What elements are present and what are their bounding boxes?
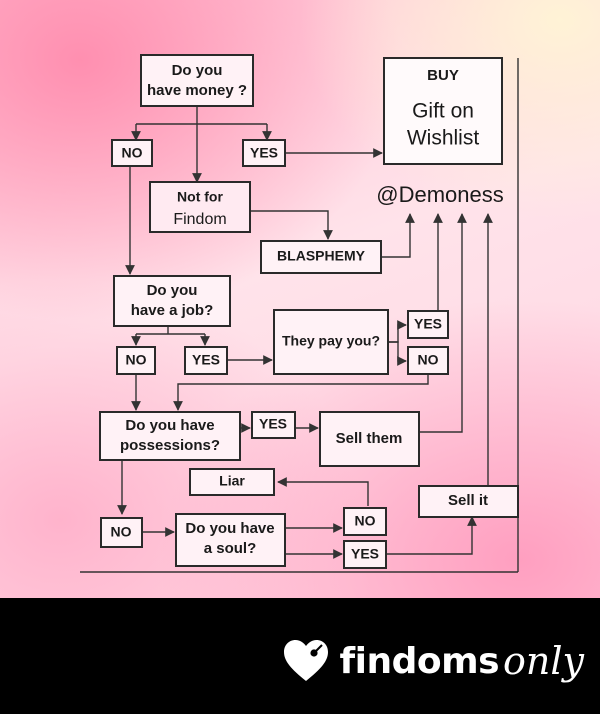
- possessions-line1: Do you have: [125, 417, 214, 434]
- buy-gift-node: BUY Gift on Wishlist: [383, 57, 503, 165]
- svg-text:have money ?: have money ?: [147, 82, 247, 99]
- soul-no-label: NO: [355, 513, 376, 529]
- yes-node-2: YES: [184, 346, 228, 375]
- pay-yes-label: YES: [414, 316, 442, 332]
- possessions-question-node: Do you have possessions?: [99, 411, 241, 461]
- money-question-line1: Do you: [172, 62, 223, 79]
- brand-script-wordmark: only: [503, 639, 584, 683]
- money-question-node: Do you have money ?: [140, 54, 254, 107]
- findomsonly-logo: findoms only: [281, 636, 584, 686]
- job-question-line2: have a job?: [131, 302, 214, 319]
- no-node-3: NO: [100, 517, 143, 548]
- blasphemy-node: BLASPHEMY: [260, 240, 382, 274]
- demoness-handle: @Demoness: [376, 182, 504, 207]
- no-label-2: NO: [126, 352, 147, 368]
- yes-label-3: YES: [259, 416, 287, 432]
- wire-theypay-to-yes: [388, 320, 407, 343]
- soul-yes-label: YES: [351, 546, 379, 562]
- no-label-3: NO: [111, 524, 132, 540]
- soul-question-line2: a soul?: [204, 540, 257, 557]
- flowchart: Do you have money ? NO YES Not for Findo…: [80, 54, 519, 573]
- job-question-line1: Do you: [147, 282, 198, 299]
- job-question-node: Do you have a job?: [113, 275, 231, 327]
- not-for-findom-line1: Not for: [177, 189, 223, 205]
- footer-bar: findoms only: [0, 598, 600, 714]
- yes-label-1: YES: [250, 145, 278, 161]
- soul-yes-node: YES: [343, 540, 387, 569]
- no-label-1: NO: [122, 145, 143, 161]
- sell-them-label: Sell them: [336, 430, 403, 447]
- pay-no-label: NO: [418, 352, 439, 368]
- pay-yes-node: YES: [407, 310, 449, 339]
- they-pay-question-node: They pay you?: [273, 309, 389, 375]
- soul-question-node: Do you have a soul?: [175, 513, 286, 567]
- no-node-1: NO: [111, 139, 153, 167]
- brand-wordmark: findoms: [339, 640, 500, 682]
- they-pay-label: They pay you?: [282, 333, 380, 349]
- wire-sellthem-to-buy: [419, 213, 467, 433]
- sell-it-label: Sell it: [448, 492, 488, 509]
- money-question-line2: have money ?: [147, 82, 247, 99]
- buy-header: BUY: [427, 67, 459, 84]
- connectors: [80, 58, 519, 573]
- soul-question-line1: Do you have: [185, 520, 274, 537]
- possessions-line2: possessions?: [120, 437, 220, 454]
- sell-it-node: Sell it: [418, 485, 519, 518]
- flowchart-canvas: Do you have money ? NO YES Not for Findo…: [0, 0, 600, 598]
- no-node-2: NO: [116, 346, 156, 375]
- wire-theypay-to-no: [388, 341, 407, 366]
- wire-notfindom-to-blasphemy: [250, 210, 333, 240]
- soul-no-node: NO: [343, 507, 387, 536]
- handle-label: @Demoness: [376, 182, 504, 207]
- svg-text:Do you: Do you: [172, 62, 223, 79]
- sell-them-node: Sell them: [319, 411, 420, 467]
- yes-label-2: YES: [192, 352, 220, 368]
- pay-no-node: NO: [407, 346, 449, 375]
- wire-payno-to-possessions: [173, 375, 429, 411]
- gift-line2: Wishlist: [407, 127, 479, 150]
- not-for-findom-node: Not for Findom: [149, 181, 251, 233]
- yes-node-3: YES: [251, 411, 296, 439]
- gift-line1: Gift on: [412, 100, 474, 123]
- wire-soulyes-to-sellit: [387, 516, 477, 555]
- blasphemy-label: BLASPHEMY: [277, 248, 366, 264]
- yes-node-1: YES: [242, 139, 286, 167]
- wire-soulno-to-liar: [277, 477, 369, 506]
- liar-label: Liar: [219, 473, 245, 489]
- heart-tag-icon: [284, 640, 329, 681]
- not-for-findom-line2: Findom: [173, 211, 226, 228]
- liar-node: Liar: [189, 468, 275, 496]
- wire-blasphemy-to-buy: [381, 213, 415, 258]
